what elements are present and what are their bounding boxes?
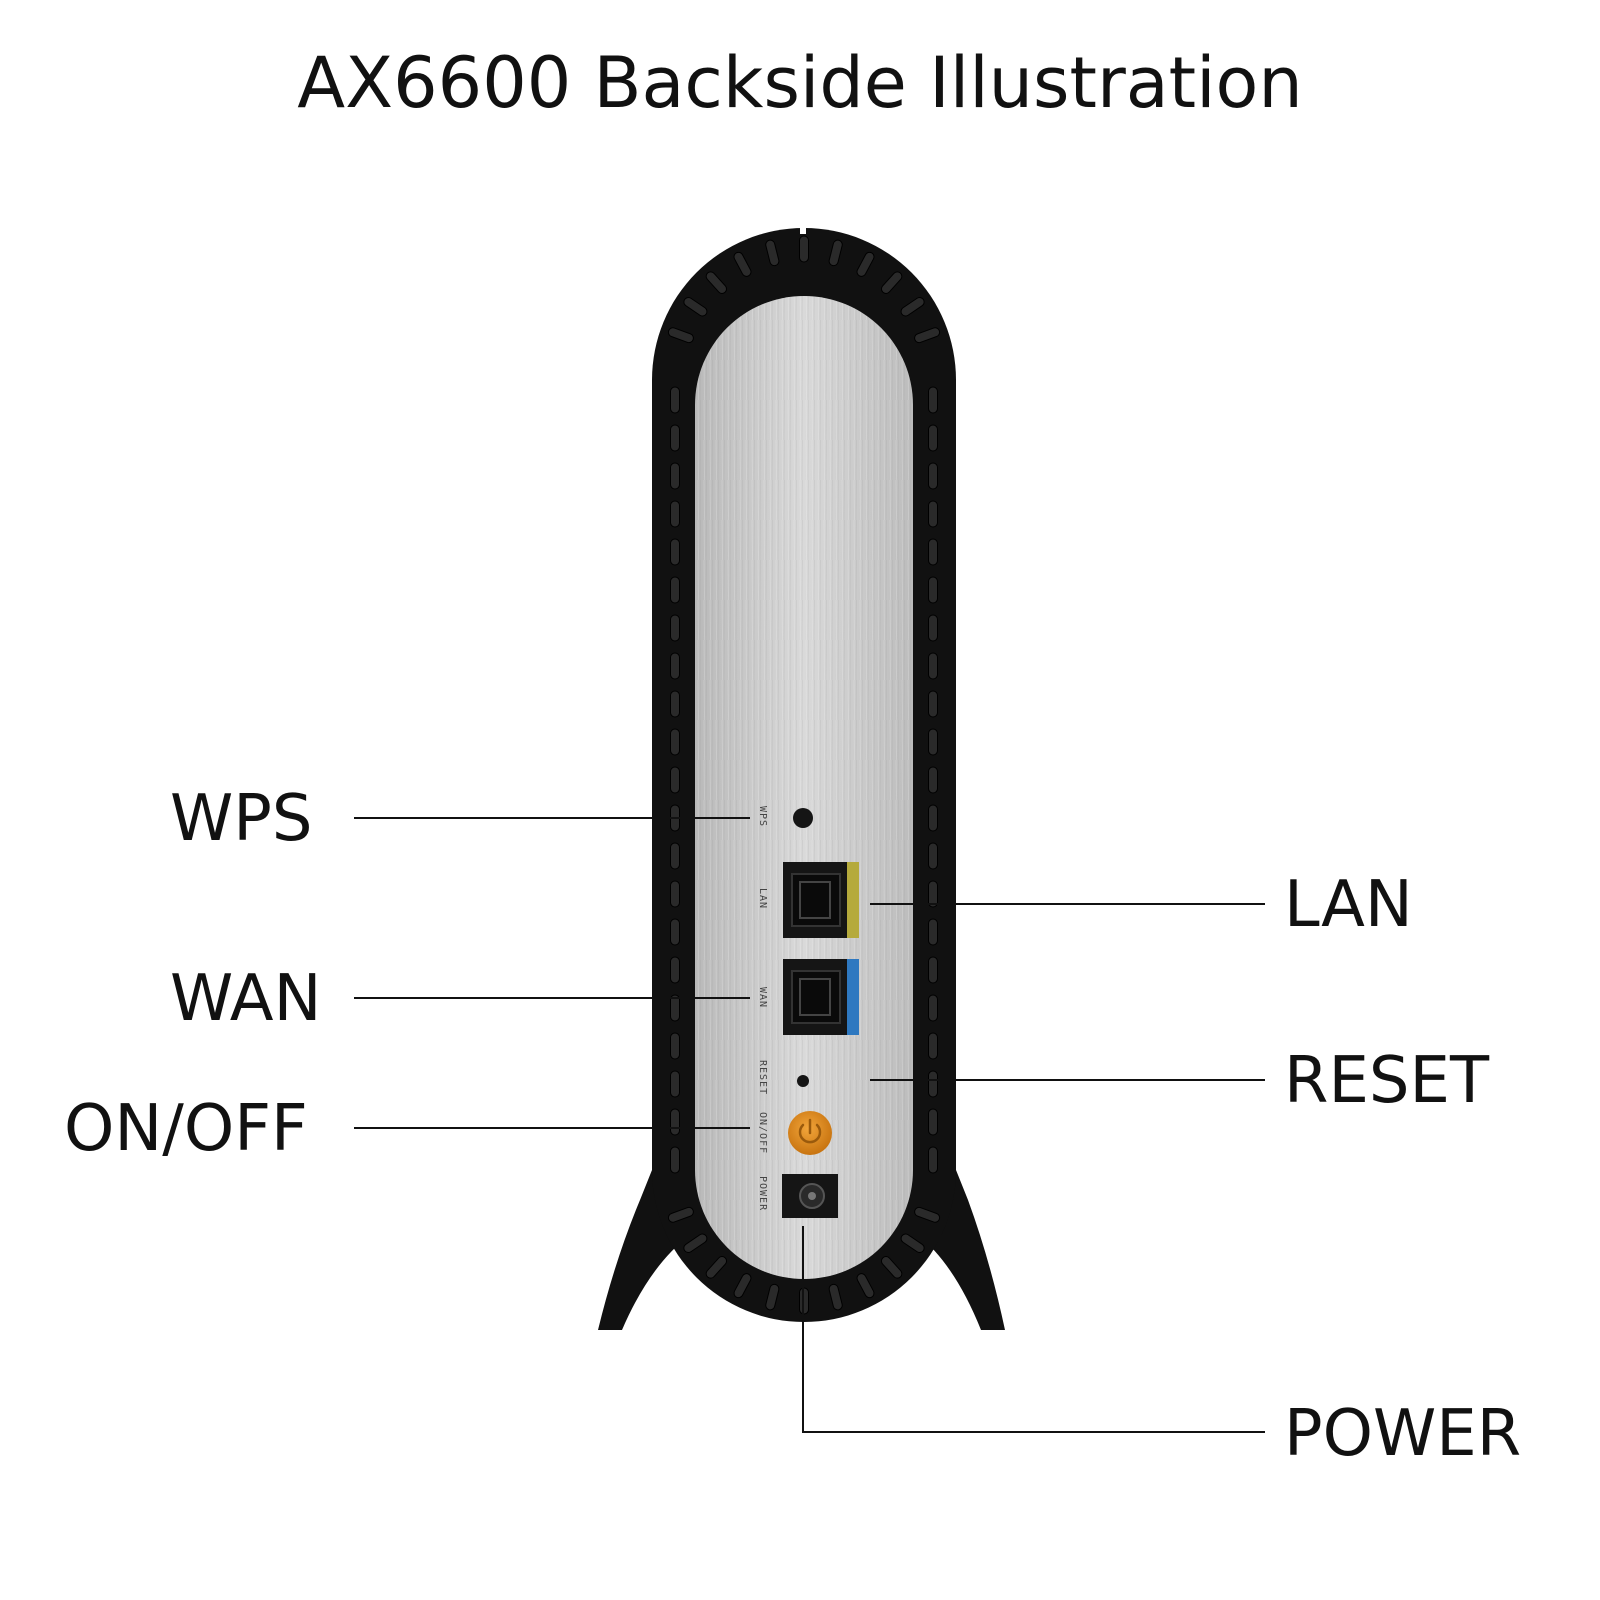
vent-slot	[880, 271, 903, 294]
vent-slot	[928, 880, 938, 908]
vent-slot	[667, 327, 694, 344]
leader-lines	[354, 817, 1265, 1433]
lan-accent-stripe	[847, 862, 859, 938]
vent-slot	[670, 956, 680, 984]
vent-slot	[670, 880, 680, 908]
vent-slot	[670, 1146, 680, 1174]
vent-slot	[733, 251, 752, 277]
vent-slot	[828, 1283, 843, 1311]
vent-slot	[670, 462, 680, 490]
callout-reset: RESET	[1284, 1044, 1490, 1118]
panel-label-onoff: ON/OFF	[757, 1112, 768, 1154]
leader-line-power	[802, 1226, 1265, 1433]
vent-slot	[705, 271, 728, 294]
wan-accent-stripe	[847, 959, 859, 1035]
vent-slot	[799, 235, 809, 263]
vent-slot	[928, 576, 938, 604]
vent-slot	[914, 327, 941, 344]
vent-slot	[928, 1032, 938, 1060]
vent-slot	[928, 804, 938, 832]
vent-slot	[928, 424, 938, 452]
vent-slots	[667, 235, 941, 1315]
vent-slot	[670, 766, 680, 794]
vent-slot	[828, 239, 843, 267]
vent-slot	[670, 918, 680, 946]
vent-slot	[900, 296, 925, 317]
vent-slot	[670, 386, 680, 414]
vent-slot	[670, 842, 680, 870]
vent-slot	[670, 1070, 680, 1098]
panel-label-power: POWER	[757, 1176, 768, 1211]
power-jack[interactable]	[782, 1174, 838, 1218]
vent-slot	[928, 652, 938, 680]
vent-slot	[880, 1256, 903, 1279]
vent-slot	[928, 1070, 938, 1098]
vent-slot	[670, 424, 680, 452]
vent-slot	[928, 842, 938, 870]
vent-slot	[928, 994, 938, 1022]
vent-slot	[705, 1256, 728, 1279]
vent-slot	[667, 1206, 694, 1223]
vent-slot	[928, 728, 938, 756]
vent-slot	[928, 386, 938, 414]
callout-power: POWER	[1284, 1397, 1521, 1471]
vent-slot	[670, 652, 680, 680]
vent-slot	[928, 956, 938, 984]
vent-slot	[670, 614, 680, 642]
vent-slot	[670, 538, 680, 566]
vent-slot	[928, 1146, 938, 1174]
panel-label-wan: WAN	[757, 987, 768, 1008]
vent-slot	[928, 538, 938, 566]
reset-pinhole[interactable]	[797, 1075, 809, 1087]
callout-lan: LAN	[1284, 868, 1413, 942]
vent-slot	[683, 1233, 708, 1254]
vent-slot	[765, 1283, 780, 1311]
wps-button[interactable]	[793, 808, 813, 828]
vent-slot	[900, 1233, 925, 1254]
vent-slot	[670, 728, 680, 756]
vent-slot	[670, 576, 680, 604]
page-title: AX6600 Backside Illustration	[297, 42, 1303, 124]
vent-slot	[733, 1273, 752, 1299]
vent-slot	[928, 1108, 938, 1136]
vent-slot	[683, 296, 708, 317]
callout-wps: WPS	[170, 782, 313, 856]
callout-wan: WAN	[170, 962, 321, 1036]
vent-slot	[670, 994, 680, 1022]
vent-slot	[670, 1032, 680, 1060]
vent-slot	[856, 251, 875, 277]
vent-slot	[928, 614, 938, 642]
vent-slot	[856, 1273, 875, 1299]
callout-onoff: ON/OFF	[64, 1092, 308, 1166]
panel-label-wps: WPS	[757, 806, 768, 827]
vent-slot	[670, 1108, 680, 1136]
vent-slot	[765, 239, 780, 267]
panel-label-reset: RESET	[757, 1060, 768, 1095]
vent-slot	[670, 690, 680, 718]
top-notch	[800, 224, 806, 234]
vent-slot	[670, 500, 680, 528]
vent-slot	[928, 766, 938, 794]
vent-slot	[928, 690, 938, 718]
vent-slot	[928, 462, 938, 490]
vent-slot	[914, 1206, 941, 1223]
power-icon	[798, 1118, 822, 1144]
vent-slot	[928, 500, 938, 528]
power-switch-button[interactable]	[788, 1111, 832, 1155]
panel-label-lan: LAN	[757, 888, 768, 909]
wan-port[interactable]	[783, 959, 859, 1035]
vent-slot	[928, 918, 938, 946]
lan-port[interactable]	[783, 862, 859, 938]
